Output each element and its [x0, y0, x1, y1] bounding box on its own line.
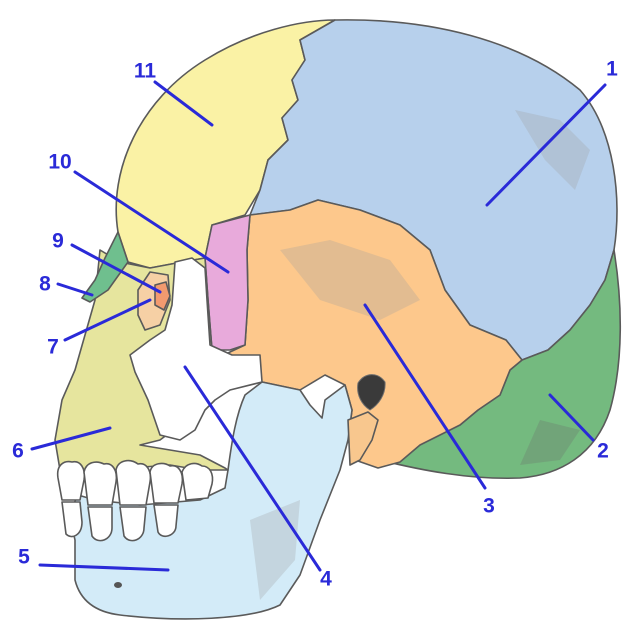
- label-11: 11: [134, 60, 157, 83]
- label-3: 3: [483, 495, 495, 518]
- label-5: 5: [18, 546, 30, 569]
- label-10: 10: [48, 151, 71, 174]
- label-7: 7: [47, 336, 59, 359]
- label-9: 9: [52, 230, 64, 253]
- leader-8: [58, 284, 92, 295]
- label-1: 1: [606, 58, 618, 81]
- label-4: 4: [320, 568, 332, 591]
- label-8: 8: [39, 273, 51, 296]
- label-6: 6: [12, 440, 24, 463]
- label-2: 2: [597, 440, 609, 463]
- mental-foramen: [114, 582, 122, 588]
- sphenoid-bone: [205, 215, 250, 350]
